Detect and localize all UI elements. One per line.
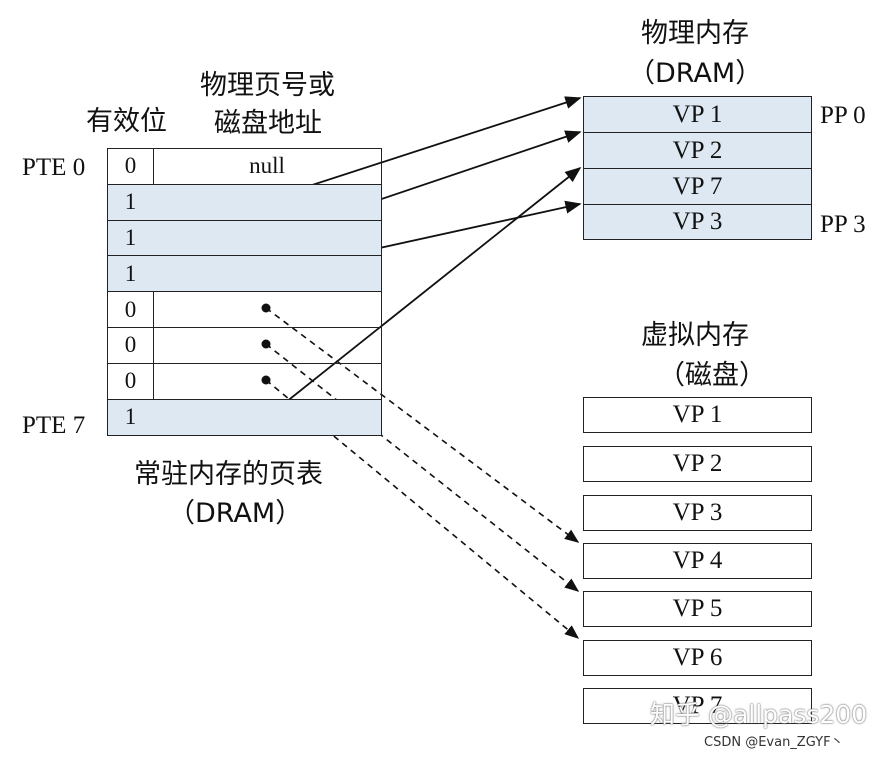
pte-row: 1 xyxy=(107,255,382,292)
pte-row: 1 xyxy=(107,219,382,256)
valid-bit-cell: 0 xyxy=(107,148,154,184)
address-cell xyxy=(153,291,382,327)
virtual-page: VP 6 xyxy=(583,640,812,676)
virtual-page: VP 3 xyxy=(583,495,812,531)
pp0-label: PP 0 xyxy=(820,102,866,129)
pte7-label: PTE 7 xyxy=(22,412,86,439)
address-cell xyxy=(153,255,382,292)
pte-row: 0 xyxy=(107,291,382,327)
pointer-dot-pte6 xyxy=(261,375,271,385)
pte-row: 0 xyxy=(107,362,382,399)
valid-bit-cell: 1 xyxy=(107,398,154,436)
address-cell xyxy=(153,183,382,220)
address-header-line1: 物理页号或 xyxy=(200,70,335,101)
address-cell xyxy=(153,219,382,256)
arrow-pte7-to-pp2 xyxy=(265,166,582,419)
pte-row: 1 xyxy=(107,183,382,220)
virtual-page: VP 7 xyxy=(583,688,812,724)
address-cell xyxy=(153,362,382,399)
address-cell xyxy=(153,398,382,436)
physical-page: VP 2 xyxy=(583,132,812,168)
virtual-memory-subtitle: （磁盘） xyxy=(658,360,766,391)
arrow-pte5-to-vp5 xyxy=(265,343,580,592)
physical-memory: VP 1 VP 2 VP 7 VP 3 xyxy=(583,96,812,240)
zhihu-watermark: 知乎 @allpass200 xyxy=(650,700,868,729)
virtual-page: VP 2 xyxy=(583,446,812,482)
address-header-line2: 磁盘地址 xyxy=(214,108,322,139)
arrow-pte4-to-vp4 xyxy=(265,307,580,543)
valid-bit-cell: 0 xyxy=(107,362,154,399)
pte-row: 0 null xyxy=(107,148,382,184)
valid-bit-cell: 1 xyxy=(107,255,154,292)
virtual-page: VP 4 xyxy=(583,543,812,579)
pte0-label: PTE 0 xyxy=(22,154,86,181)
virtual-page: VP 5 xyxy=(583,591,812,627)
valid-bit-cell: 0 xyxy=(107,326,154,363)
pte-row: 1 xyxy=(107,398,382,436)
physical-page: VP 1 xyxy=(583,96,812,132)
valid-bit-cell: 1 xyxy=(107,219,154,256)
physical-memory-title: 物理内存 xyxy=(641,18,749,49)
physical-memory-subtitle: （DRAM） xyxy=(628,58,763,89)
address-cell: null xyxy=(153,148,382,184)
physical-page: VP 3 xyxy=(583,204,812,240)
physical-page: VP 7 xyxy=(583,168,812,204)
arrow-pte1-to-pp0 xyxy=(265,96,582,201)
page-table-caption-line2: （DRAM） xyxy=(168,498,303,529)
address-cell xyxy=(153,326,382,363)
valid-bit-header: 有效位 xyxy=(86,106,167,137)
virtual-page: VP 1 xyxy=(583,397,812,433)
pointer-dot-pte4 xyxy=(261,303,271,313)
valid-bit-cell: 1 xyxy=(107,183,154,220)
virtual-memory-title: 虚拟内存 xyxy=(641,320,749,351)
valid-bit-cell: 0 xyxy=(107,291,154,327)
pointer-dot-pte5 xyxy=(261,339,271,349)
page-table: 0 null 1 1 1 0 0 0 1 xyxy=(107,148,382,436)
pp3-label: PP 3 xyxy=(820,211,866,238)
csdn-watermark: CSDN @Evan_ZGYF丶 xyxy=(704,735,844,750)
page-table-caption-line1: 常驻内存的页表 xyxy=(134,459,323,490)
pte-row: 0 xyxy=(107,326,382,363)
